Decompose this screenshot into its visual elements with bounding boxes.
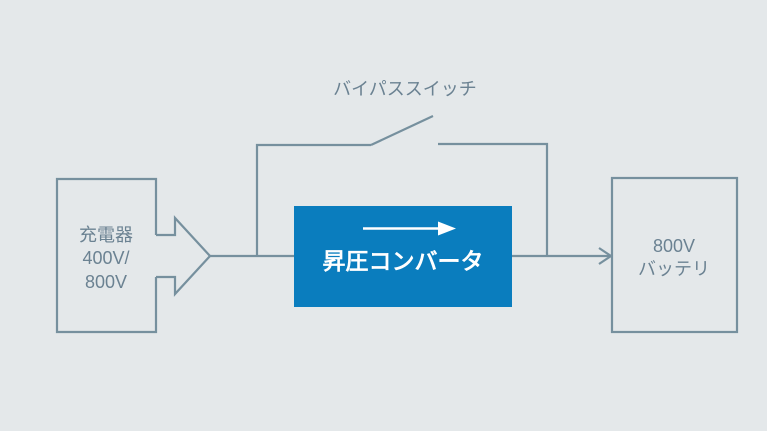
battery-label-line-1: 800V — [653, 236, 695, 256]
converter-label: 昇圧コンバータ — [323, 248, 484, 274]
current-flow-arrow-icon — [363, 221, 456, 236]
bypass-switch-label: バイパススイッチ — [333, 79, 477, 99]
charger-output-block-arrow-icon — [156, 215, 212, 297]
charger-box — [55, 177, 158, 334]
charger-label-line-1: 充電器 — [79, 225, 133, 245]
bypass-switch-blade-icon — [370, 115, 434, 146]
charger-label-line-2: 400V/ — [82, 248, 129, 268]
charger-label-line-3: 800V — [85, 272, 127, 292]
battery-label-line-2: バッテリ — [638, 259, 710, 279]
bypass-line-right — [438, 142, 549, 256]
bypass-line-left — [255, 143, 371, 256]
converter-box — [294, 206, 512, 307]
battery-box — [610, 176, 739, 334]
